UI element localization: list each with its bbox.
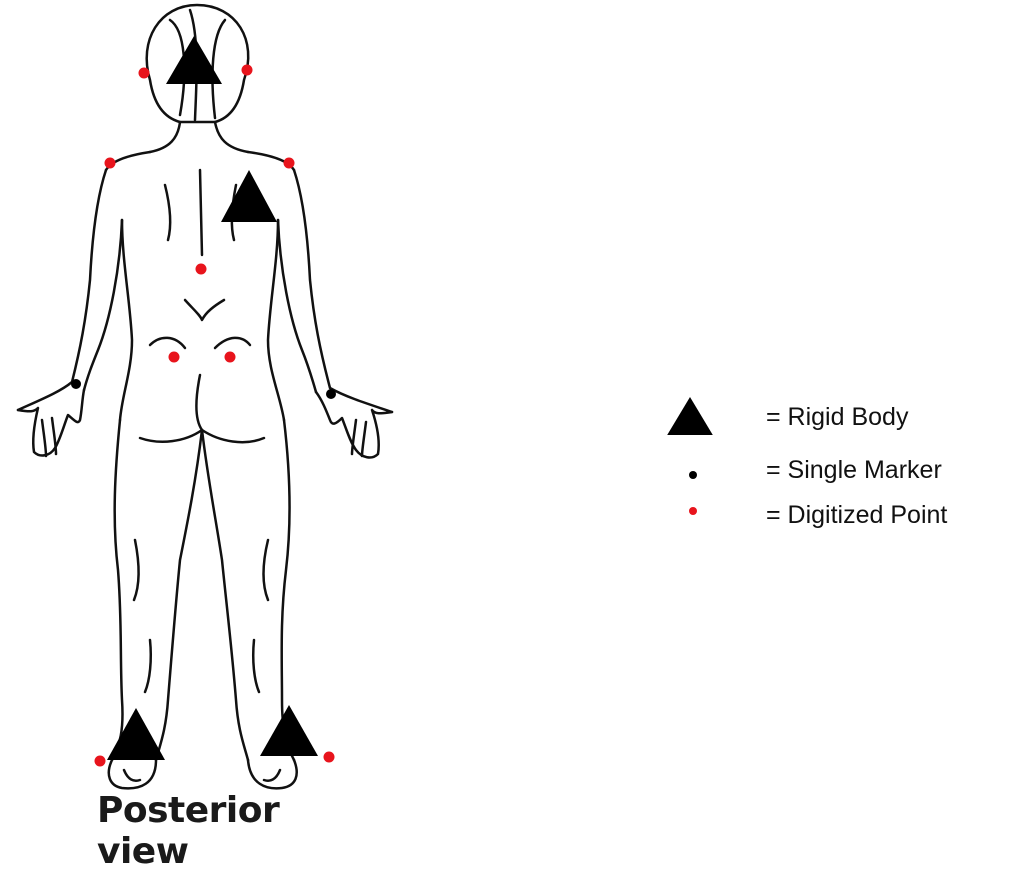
body-outline [18,5,392,788]
triangle-icon [660,395,730,435]
red-dot-icon [660,493,730,533]
digitized-point-right-shoulder [284,158,295,169]
legend-item-single-marker: = Single Marker [660,448,1018,488]
body-figure-diagram [0,0,410,853]
digitized-point-right-foot [324,752,335,763]
digitized-points [95,65,335,767]
rigid-body-markers [107,36,318,760]
digitized-point-right-head [242,65,253,76]
figure-caption: Posterior view [97,790,337,872]
legend-item-digitized-point: = Digitized Point [660,493,1018,533]
digitized-point-left-hip [169,352,180,363]
digitized-point-left-foot [95,756,106,767]
legend: = Rigid Body = Single Marker = Digitized… [660,395,1018,535]
single-marker-left-wrist [71,379,81,389]
legend-item-rigid-body: = Rigid Body [660,395,1018,435]
digitized-point-spine [196,264,207,275]
black-dot-icon [660,448,730,488]
digitized-point-left-shoulder [105,158,116,169]
legend-label-rigid-body: = Rigid Body [766,403,908,432]
digitized-point-right-hip [225,352,236,363]
digitized-point-left-head [139,68,150,79]
rigid-body-upper-back [221,170,277,222]
single-markers [71,379,336,399]
rigid-body-left-foot [107,708,165,760]
legend-label-digitized-point: = Digitized Point [766,501,947,530]
rigid-body-right-foot [260,705,318,756]
single-marker-right-wrist [326,389,336,399]
legend-label-single-marker: = Single Marker [766,456,942,485]
